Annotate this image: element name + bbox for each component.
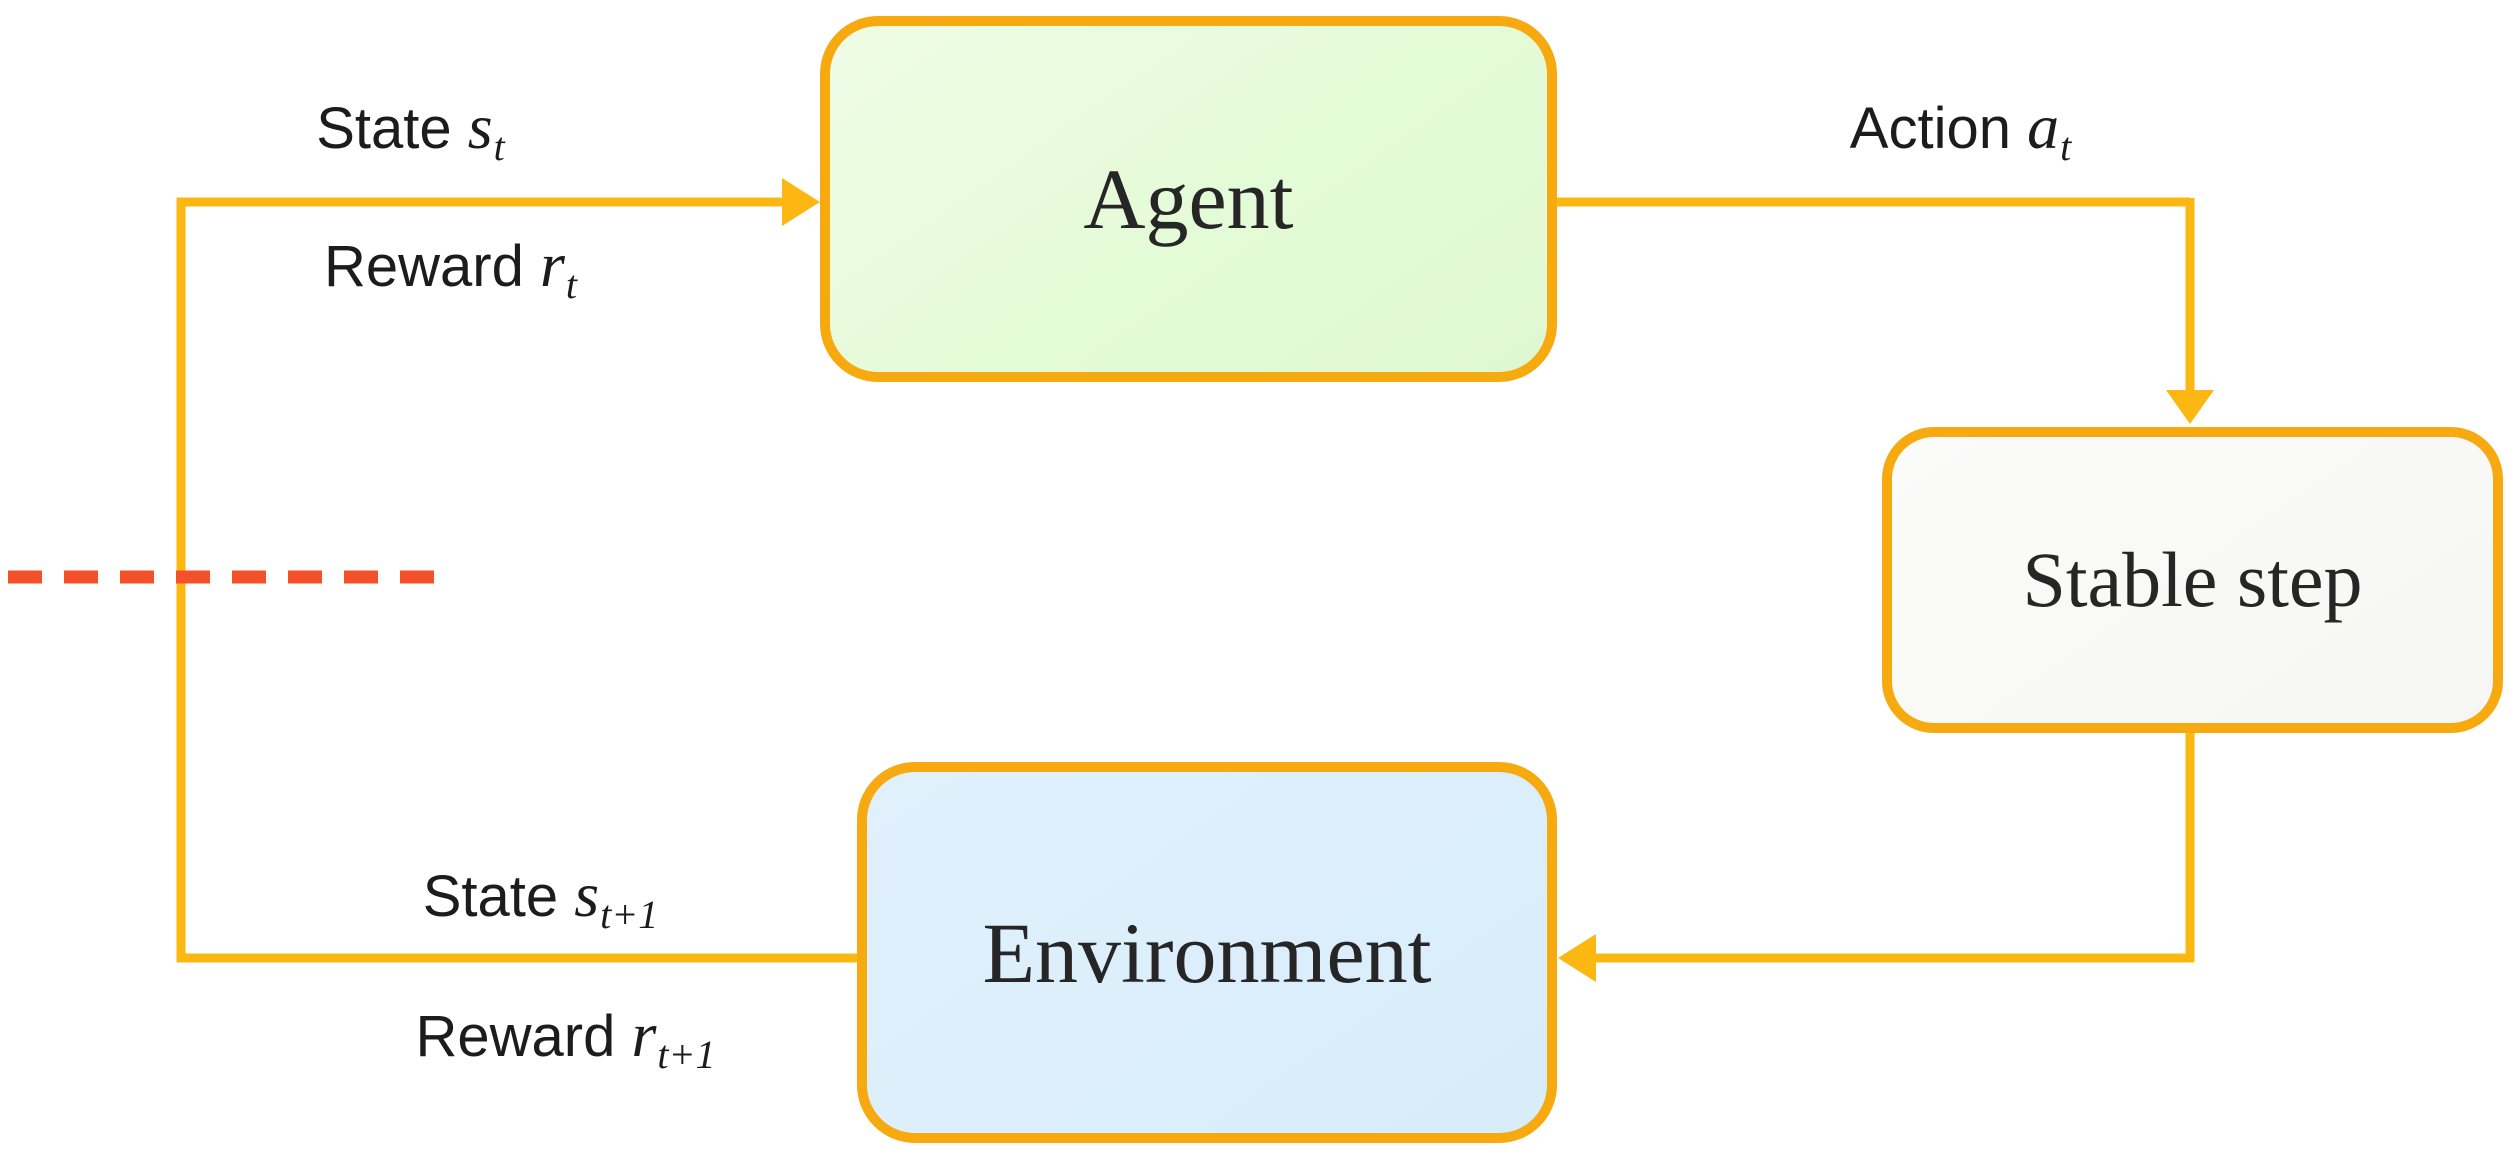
label-subscript: t <box>565 262 577 307</box>
node-agent-label: Agent <box>1083 151 1294 247</box>
arrowhead-into-environment <box>1558 934 1596 982</box>
label-word: Reward <box>415 1004 616 1069</box>
arrowhead-into-stable-step <box>2166 390 2214 424</box>
node-environment: Environment <box>857 762 1557 1143</box>
edge-label-action-t: Action at <box>1780 90 2140 169</box>
label-variable: r <box>539 229 565 300</box>
label-variable: r <box>631 999 657 1070</box>
edge-label-reward-t1: Reward rt+1 <box>330 998 800 1077</box>
label-word: Reward <box>323 234 524 299</box>
node-environment-label: Environment <box>982 904 1432 1001</box>
label-subscript: t <box>2060 124 2072 169</box>
label-subscript: t <box>493 124 505 169</box>
node-stable-step-label: Stable step <box>2022 536 2363 623</box>
node-stable-step: Stable step <box>1882 427 2503 733</box>
label-variable: s <box>574 859 600 930</box>
arrowhead-into-agent <box>782 178 820 226</box>
label-word: State <box>422 864 559 929</box>
edge-label-reward-t: Reward rt <box>240 228 660 307</box>
label-variable: s <box>467 91 493 162</box>
label-word: Action <box>1849 96 2011 161</box>
label-word: State <box>316 96 452 161</box>
label-subscript: t+1 <box>657 1032 716 1077</box>
edge-label-state-t1: State st+1 <box>330 858 750 937</box>
edge-label-state-t: State st <box>240 90 580 169</box>
label-variable: a <box>2027 91 2060 162</box>
label-subscript: t+1 <box>600 892 659 937</box>
node-agent: Agent <box>820 16 1557 382</box>
